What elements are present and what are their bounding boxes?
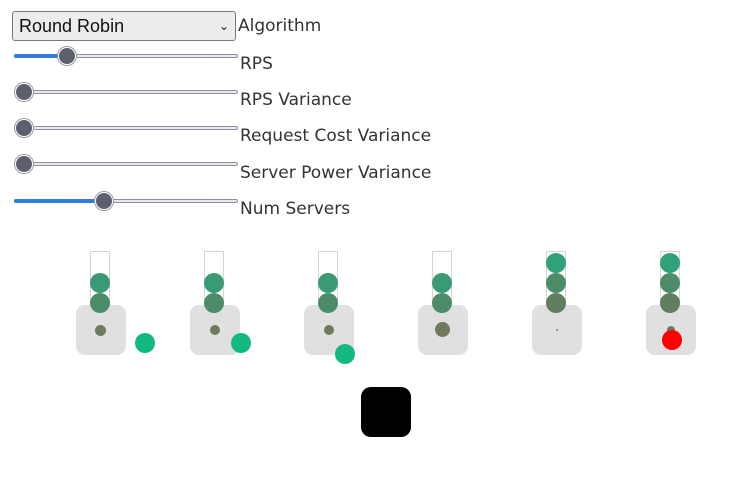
- queued-request: [546, 293, 566, 313]
- processing-request: [435, 322, 450, 337]
- server-power-variance-slider[interactable]: [14, 154, 238, 174]
- num-servers-slider[interactable]: [14, 191, 238, 211]
- rps-variance-label: RPS Variance: [240, 90, 352, 110]
- queued-request: [432, 273, 452, 293]
- slider-fill: [14, 54, 67, 58]
- queued-request: [204, 293, 224, 313]
- queued-request: [90, 273, 110, 293]
- queued-request: [546, 273, 566, 293]
- slider-thumb[interactable]: [15, 83, 33, 101]
- rps-label: RPS: [240, 54, 273, 74]
- slider-thumb[interactable]: [57, 47, 76, 65]
- queued-request: [660, 273, 680, 293]
- dropped-request: [662, 330, 682, 350]
- rps-slider[interactable]: [14, 46, 238, 66]
- slider-track: [14, 126, 238, 130]
- slider-thumb[interactable]: [15, 155, 33, 173]
- incoming-request: [335, 344, 355, 364]
- processing-request: [556, 329, 558, 331]
- slider-track: [14, 162, 238, 166]
- incoming-request: [135, 333, 155, 353]
- algorithm-select-value: Round Robin: [19, 16, 125, 36]
- processing-request: [324, 325, 334, 335]
- queued-request: [660, 253, 680, 273]
- slider-thumb[interactable]: [15, 119, 33, 137]
- algorithm-select[interactable]: Round Robin ⌄: [12, 11, 236, 41]
- queued-request: [318, 293, 338, 313]
- processing-request: [95, 325, 106, 336]
- request-cost-variance-slider[interactable]: [14, 118, 238, 138]
- queued-request: [660, 293, 680, 313]
- queued-request: [432, 293, 452, 313]
- algorithm-label: Algorithm: [238, 16, 322, 36]
- request-cost-variance-label: Request Cost Variance: [240, 126, 432, 146]
- queued-request: [204, 273, 224, 293]
- slider-track: [14, 90, 238, 94]
- queued-request: [546, 253, 566, 273]
- queued-request: [90, 293, 110, 313]
- slider-fill: [14, 199, 104, 203]
- num-servers-label: Num Servers: [240, 199, 351, 219]
- server-power-variance-label: Server Power Variance: [240, 163, 432, 183]
- rps-variance-slider[interactable]: [14, 82, 238, 102]
- incoming-request: [231, 333, 251, 353]
- queued-request: [318, 273, 338, 293]
- processing-request: [210, 325, 220, 335]
- slider-thumb[interactable]: [94, 192, 113, 210]
- load-balancer: [361, 387, 411, 437]
- chevron-down-icon: ⌄: [218, 19, 229, 33]
